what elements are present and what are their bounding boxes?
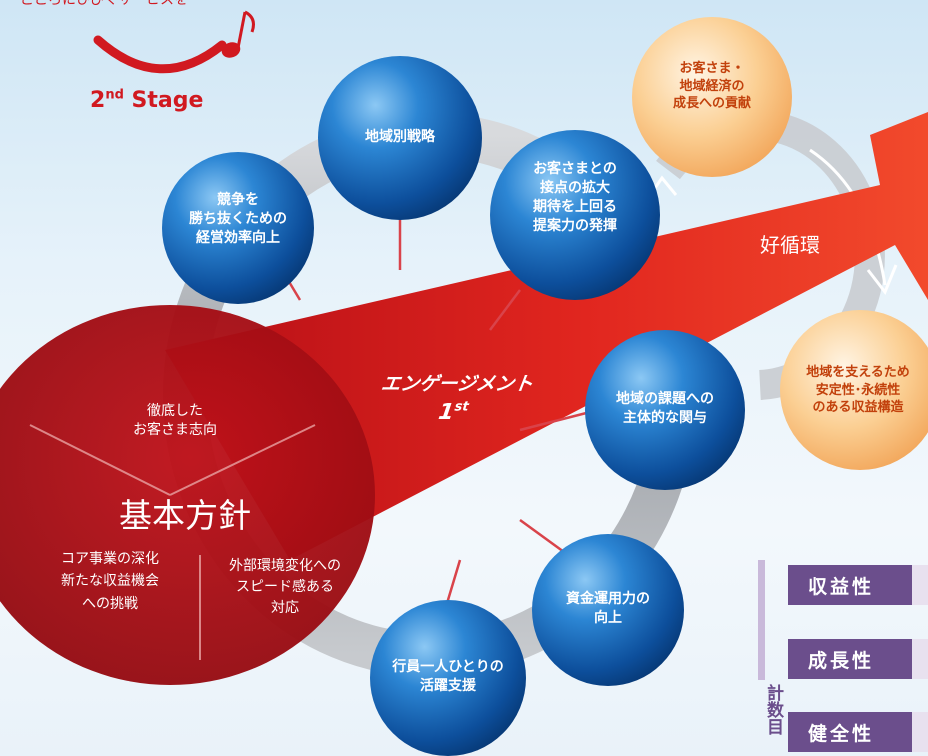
stage-number: 2: [90, 88, 106, 113]
core-segment-left: コア事業の深化 新たな収益機会 への挑戦: [61, 551, 159, 612]
metric-soundness: 健全性: [788, 712, 928, 752]
stage-ordinal: nd: [105, 87, 124, 103]
metric-growth: 成長性: [788, 639, 928, 679]
strategy-label-customer: お客さまとの 接点の拡大 期待を上回る 提案力の発揮: [533, 161, 617, 234]
strategy-label-staff: 行員一人ひとりの 活躍支援: [392, 659, 504, 694]
core-title: 基本方針: [119, 496, 251, 535]
cycle-arrowhead-upper: [866, 264, 898, 295]
engagement-ordinal: 1st: [341, 398, 565, 428]
orange-ball-growth: [632, 17, 792, 177]
strategy-label-regional: 地域別戦略: [365, 129, 435, 145]
engagement-label: エンゲージメント 1st: [341, 372, 569, 427]
metric-tail: [912, 712, 928, 752]
core-segment-right: 外部環境変化への スピード感ある 対応: [229, 558, 341, 616]
metrics-side-label: 計数目: [763, 684, 783, 735]
engagement-text: エンゲージメント: [379, 373, 535, 395]
strategy-ball-customer: [490, 130, 660, 300]
strategy-ball-investment: [532, 534, 684, 686]
strategy-ball-regional: [318, 56, 482, 220]
music-note-icon: [221, 10, 255, 58]
stage-word: Stage: [131, 88, 204, 113]
strategy-ball-staff: [370, 600, 526, 756]
orange-ball-profit: [780, 310, 928, 470]
metric-growth-label: 成長性: [808, 649, 875, 672]
strategy-ball-community: [585, 330, 745, 490]
tagline: こころにひびくサービスを: [20, 0, 188, 8]
metric-soundness-label: 健全性: [808, 722, 875, 745]
strategy-ball-efficiency: [162, 152, 314, 304]
core-disk: [0, 305, 375, 685]
core-segment-top: 徹底した お客さま志向: [133, 403, 217, 438]
metric-profitability-label: 収益性: [808, 575, 875, 598]
metric-profitability: 収益性: [788, 565, 928, 605]
stage-label: 2nd Stage: [90, 86, 250, 116]
metric-tail: [912, 565, 928, 605]
strategy-label-investment: 資金運用力の 向上: [566, 591, 650, 626]
cycle-label-profit: 地域を支えるため 安定性･永続性 のある収益構造: [806, 365, 910, 416]
metrics-vertical-bar: [758, 560, 765, 680]
smile-logo: [93, 35, 227, 74]
strategy-label-efficiency: 競争を 勝ち抜くための 経営効率向上: [189, 192, 287, 246]
core-dividers: [29, 424, 316, 660]
strategy-label-community: 地域の課題への 主体的な関与: [616, 391, 714, 426]
cycle-label-growth: お客さま・ 地域経済の 成長への貢献: [672, 61, 751, 112]
metric-tail: [912, 639, 928, 679]
engagement-sup: st: [453, 399, 470, 415]
cycle-label: 好循環: [760, 233, 820, 257]
